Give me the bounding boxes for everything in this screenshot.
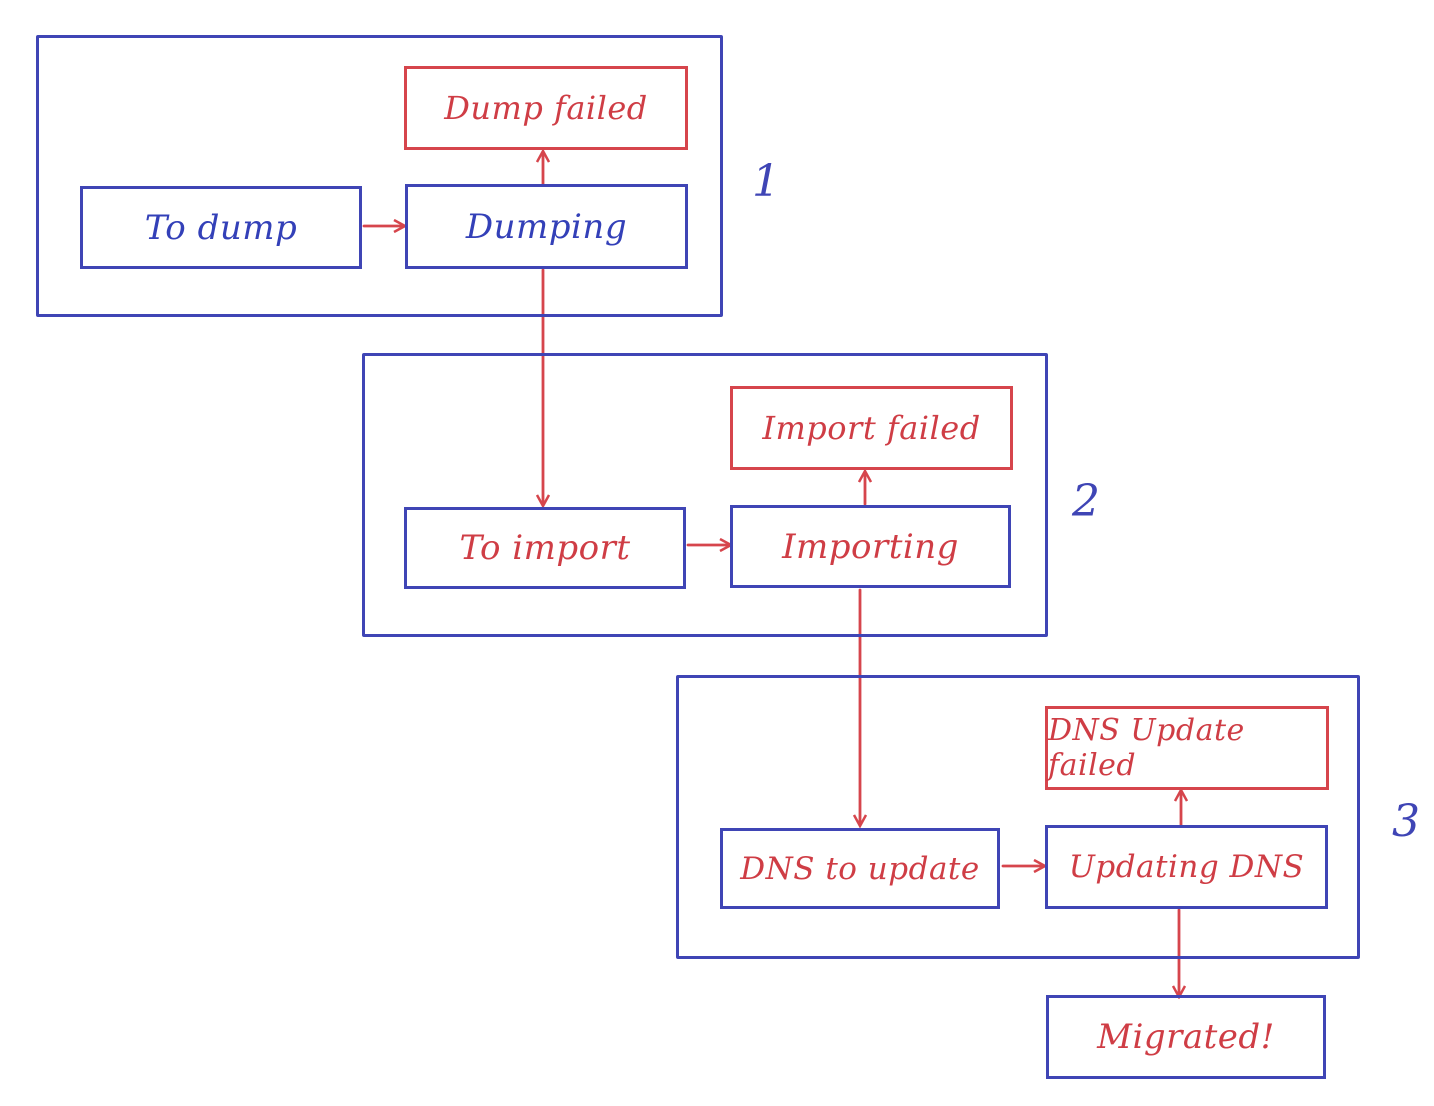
node-updating-dns: Updating DNS <box>1045 825 1328 909</box>
group-2-frame <box>362 353 1048 637</box>
node-import-failed: Import failed <box>730 386 1013 470</box>
node-dns-update-failed: DNS Update failed <box>1045 706 1329 790</box>
group-3-number: 3 <box>1392 796 1420 847</box>
node-migrated: Migrated! <box>1046 995 1326 1079</box>
group-1-frame <box>36 35 723 317</box>
node-to-import: To import <box>404 507 686 589</box>
node-dns-to-update: DNS to update <box>720 828 1000 909</box>
node-importing: Importing <box>730 505 1011 588</box>
group-2-number: 2 <box>1072 476 1100 527</box>
group-1-number: 1 <box>752 156 780 207</box>
node-dump-failed: Dump failed <box>404 66 688 150</box>
group-3-frame <box>676 675 1360 959</box>
node-to-dump: To dump <box>80 186 362 269</box>
node-dumping: Dumping <box>405 184 688 269</box>
